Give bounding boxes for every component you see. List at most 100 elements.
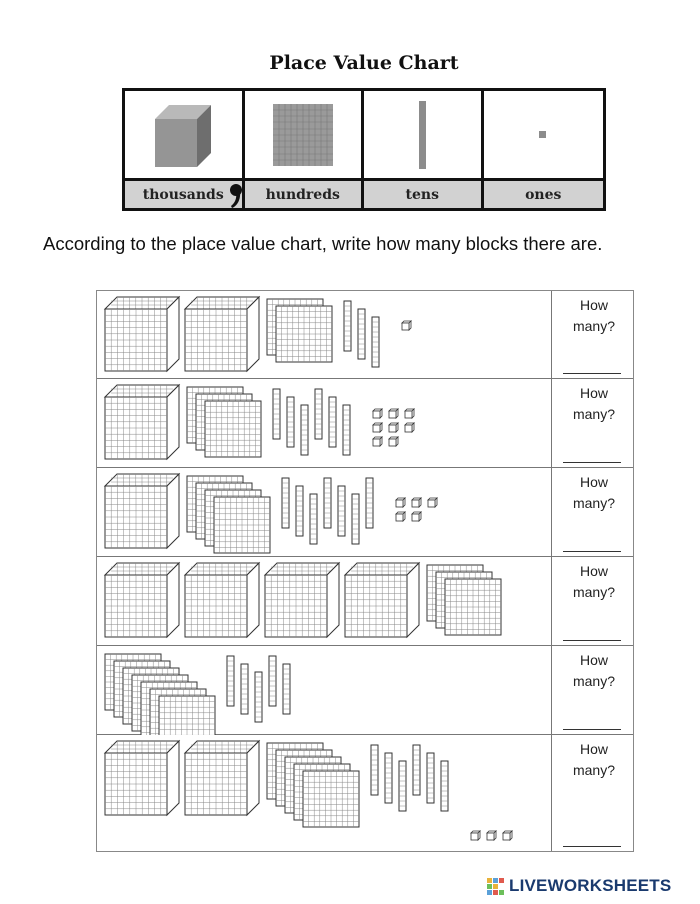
ten-rod bbox=[328, 396, 337, 448]
ten-rod bbox=[384, 752, 393, 804]
page-title: Place Value Chart bbox=[269, 52, 459, 74]
one-unit bbox=[388, 436, 399, 447]
how-many-label: How many? bbox=[572, 563, 616, 600]
ones-cell bbox=[484, 91, 604, 178]
thousand-cube bbox=[183, 739, 261, 817]
base-ten-blocks bbox=[103, 472, 438, 554]
exercise-grid: How many? How many? How many? How many? How … bbox=[96, 290, 634, 852]
blocks-area bbox=[97, 646, 552, 753]
one-unit bbox=[395, 511, 406, 522]
ten-rod bbox=[240, 663, 249, 715]
answer-blank[interactable] bbox=[563, 640, 621, 641]
thousand-cube bbox=[263, 561, 341, 639]
blocks-area bbox=[97, 735, 552, 851]
thousand-cube bbox=[103, 383, 181, 461]
one-unit bbox=[372, 436, 383, 447]
hundred-flat bbox=[275, 305, 333, 363]
ten-rod bbox=[300, 404, 309, 456]
thousand-cube bbox=[103, 472, 181, 550]
how-many-label: How many? bbox=[572, 385, 616, 422]
ten-rod bbox=[314, 388, 323, 440]
hundred-flat-icon bbox=[272, 103, 333, 166]
ten-rod bbox=[398, 760, 407, 812]
one-unit bbox=[401, 320, 412, 331]
exercise-row: How many? bbox=[97, 735, 633, 851]
base-ten-blocks bbox=[103, 383, 415, 461]
ten-rod-icon bbox=[419, 100, 427, 169]
answer-blank[interactable] bbox=[563, 551, 621, 552]
how-many-label: How many? bbox=[572, 297, 616, 334]
one-unit bbox=[395, 497, 406, 508]
label-ones: ones bbox=[483, 178, 603, 208]
ten-rod bbox=[272, 388, 281, 440]
one-unit bbox=[372, 422, 383, 433]
blocks-area bbox=[97, 557, 552, 645]
ten-rod bbox=[343, 300, 352, 352]
instruction-text: According to the place value chart, writ… bbox=[43, 233, 603, 254]
ten-rod bbox=[371, 316, 380, 368]
label-hundreds: hundreds bbox=[244, 178, 364, 208]
tens-cell bbox=[364, 91, 484, 178]
ten-rod bbox=[254, 671, 263, 723]
base-ten-blocks bbox=[103, 561, 502, 639]
exercise-row: How many? bbox=[97, 557, 633, 646]
label-thousands: thousands bbox=[125, 178, 245, 208]
thousand-cube bbox=[103, 295, 181, 373]
one-unit bbox=[427, 497, 438, 508]
blocks-area bbox=[97, 468, 552, 556]
one-unit bbox=[470, 830, 481, 841]
ten-rod bbox=[370, 744, 379, 796]
base-ten-blocks bbox=[104, 653, 291, 753]
place-value-table: thousands hundreds tens ones bbox=[122, 88, 606, 211]
hundred-flat bbox=[204, 400, 262, 458]
thousand-cube bbox=[343, 561, 421, 639]
ten-rod bbox=[365, 477, 374, 529]
answer-blank[interactable] bbox=[563, 729, 621, 730]
ten-rod bbox=[226, 655, 235, 707]
comma-icon bbox=[230, 184, 242, 208]
ten-rod bbox=[295, 485, 304, 537]
base-ten-blocks bbox=[103, 295, 412, 373]
ten-rod bbox=[337, 485, 346, 537]
hundred-flat bbox=[444, 578, 502, 636]
one-unit bbox=[411, 511, 422, 522]
blocks-area bbox=[97, 379, 552, 467]
liveworksheets-logo-icon bbox=[487, 878, 504, 895]
thousand-cube bbox=[103, 739, 181, 817]
ten-rod bbox=[351, 493, 360, 545]
answer-blank[interactable] bbox=[563, 846, 621, 847]
ten-rod bbox=[286, 396, 295, 448]
how-many-label: How many? bbox=[572, 741, 616, 778]
ten-rod bbox=[426, 752, 435, 804]
thousand-cube bbox=[183, 295, 261, 373]
thousands-cell bbox=[125, 91, 245, 178]
ten-rod bbox=[281, 477, 290, 529]
thousand-cube bbox=[183, 561, 261, 639]
ten-rod bbox=[268, 655, 277, 707]
exercise-row: How many? bbox=[97, 379, 633, 468]
answer-blank[interactable] bbox=[563, 373, 621, 374]
exercise-row: How many? bbox=[97, 468, 633, 557]
one-unit bbox=[404, 422, 415, 433]
ten-rod bbox=[357, 308, 366, 360]
one-unit bbox=[388, 422, 399, 433]
one-unit bbox=[502, 830, 513, 841]
exercise-row: How many? bbox=[97, 291, 633, 379]
brand-text: LIVEWORKSHEETS bbox=[509, 876, 672, 895]
base-ten-blocks bbox=[103, 739, 513, 841]
how-many-label: How many? bbox=[572, 474, 616, 511]
ten-rod bbox=[412, 744, 421, 796]
one-unit bbox=[388, 408, 399, 419]
one-unit bbox=[372, 408, 383, 419]
thousand-cube bbox=[103, 561, 181, 639]
hundreds-cell bbox=[245, 91, 364, 178]
answer-blank[interactable] bbox=[563, 462, 621, 463]
one-unit bbox=[411, 497, 422, 508]
one-unit-icon bbox=[539, 130, 547, 138]
one-unit bbox=[486, 830, 497, 841]
blocks-area bbox=[97, 291, 552, 378]
one-unit bbox=[404, 408, 415, 419]
label-tens: tens bbox=[364, 178, 484, 208]
hundred-flat bbox=[158, 695, 216, 753]
hundred-flat bbox=[302, 770, 360, 828]
